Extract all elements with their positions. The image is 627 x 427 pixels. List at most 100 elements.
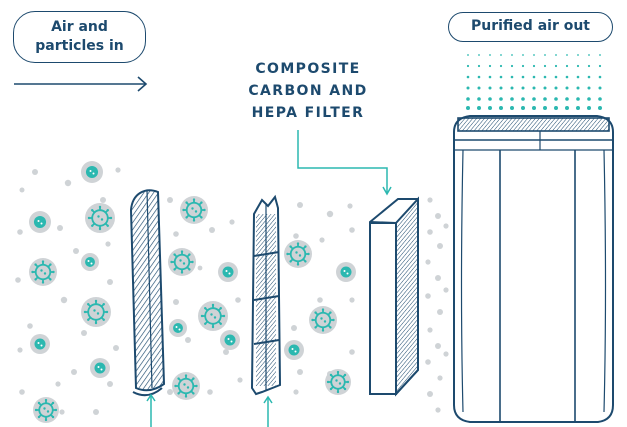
dust-dot-icon (107, 279, 113, 285)
purified-air-dot (577, 54, 579, 56)
dust-dot-icon (229, 219, 235, 225)
purified-air-dot (488, 106, 492, 110)
purified-air-dot (554, 75, 558, 79)
dust-dot-icon (425, 259, 431, 265)
purified-air-dot (532, 64, 536, 68)
purified-air-dot (521, 75, 525, 79)
purified-air-dot (510, 97, 514, 101)
purified-air-dot (587, 97, 591, 101)
dust-dot-icon (173, 299, 179, 305)
dust-dot-icon (27, 323, 33, 329)
dust-dot-icon (100, 197, 106, 203)
virus-particle-icon (90, 358, 110, 378)
dust-dot-icon (435, 407, 441, 413)
dust-dot-icon (64, 179, 72, 187)
purified-air-dot (554, 64, 558, 68)
virus-particle-icon (284, 340, 304, 360)
purified-air-dot (499, 64, 503, 68)
virus-particle-icon (29, 258, 57, 286)
virus-particle-icon (81, 253, 99, 271)
purified-air-out-label: Purified air out (448, 12, 613, 42)
virus-particle-icon (172, 372, 200, 400)
virus-particle-icon (169, 319, 187, 337)
hepa-filter-block-icon (369, 196, 419, 397)
dust-dot-icon (17, 347, 23, 353)
dust-dot-icon (297, 369, 303, 375)
purified-air-dot (488, 64, 492, 68)
purified-air-dot (510, 106, 514, 110)
purified-air-dot (565, 86, 569, 90)
purified-air-dot (500, 54, 502, 56)
purified-air-dot (477, 75, 481, 79)
dust-dot-icon (347, 203, 353, 209)
purified-air-dot (554, 86, 558, 90)
dust-dot-icon (223, 349, 229, 355)
purified-air-dot (488, 97, 492, 101)
purified-air-dot (587, 106, 591, 110)
dust-dot-icon (209, 227, 215, 233)
purified-air-dot (521, 106, 525, 110)
dust-dot-icon (105, 241, 111, 247)
dust-dot-icon (15, 277, 21, 283)
dust-dot-icon (19, 389, 25, 395)
pre-filter-panel-icon (129, 189, 166, 397)
purified-air-dot (499, 86, 503, 90)
dust-dot-icon (71, 369, 77, 375)
dust-dot-icon (437, 243, 443, 249)
dust-dot-icon (427, 327, 433, 333)
air-in-line-2: particles in (35, 38, 124, 54)
dust-dot-icon (57, 225, 63, 231)
dust-dot-icon (349, 227, 355, 233)
purified-air-dot (532, 97, 536, 101)
dust-dot-icon (319, 237, 325, 243)
dust-dot-icon (443, 351, 449, 357)
dust-dot-icon (349, 349, 355, 355)
virus-particle-icon (284, 240, 312, 268)
dust-dot-icon (185, 337, 191, 343)
dust-dot-icon (425, 293, 431, 299)
dust-dot-icon (297, 202, 303, 208)
purified-air-dot (499, 106, 503, 110)
purified-air-dot (543, 75, 547, 79)
purified-air-dot (510, 64, 514, 68)
purified-air-dot (565, 97, 569, 101)
dust-dot-icon (107, 381, 113, 387)
purified-air-dot (598, 86, 602, 90)
purified-air-dot (565, 64, 569, 68)
purified-air-dot (532, 75, 536, 79)
purified-air-dot (477, 86, 481, 90)
dust-dot-icon (81, 330, 87, 336)
purified-air-dot (576, 86, 580, 90)
purified-air-dot (499, 97, 503, 101)
virus-particle-icon (81, 297, 111, 327)
mesh-filter-indicator-arrow (263, 395, 273, 427)
virus-particle-icon (168, 248, 196, 276)
virus-particle-icon (30, 334, 50, 354)
dust-dot-icon (19, 187, 25, 193)
dust-dot-icon (349, 297, 355, 303)
dust-dot-icon (425, 359, 431, 365)
air-particles-in-label: Air and particles in (13, 11, 146, 63)
dust-dot-icon (326, 210, 334, 218)
virus-particle-icon (218, 262, 238, 282)
purified-air-dot (466, 64, 470, 68)
purified-air-dot (543, 106, 547, 110)
purified-air-dot (521, 97, 525, 101)
purified-air-dot (466, 97, 470, 101)
purified-air-dot (488, 75, 492, 79)
dust-dot-icon (60, 296, 68, 304)
dust-dot-icon (427, 391, 433, 397)
purified-air-dot (576, 106, 580, 110)
purified-air-dot (599, 54, 601, 56)
virus-particle-icon (81, 161, 103, 183)
inflow-arrow-icon (14, 76, 148, 92)
purified-air-dot (598, 106, 602, 110)
purified-air-dot (588, 54, 590, 56)
purified-air-dot (598, 64, 602, 68)
hepa-filter-leader-line (297, 130, 392, 196)
dust-dot-icon (437, 309, 443, 315)
purified-air-dot (554, 97, 558, 101)
purified-air-dot (477, 97, 481, 101)
dust-dot-icon (207, 389, 213, 395)
